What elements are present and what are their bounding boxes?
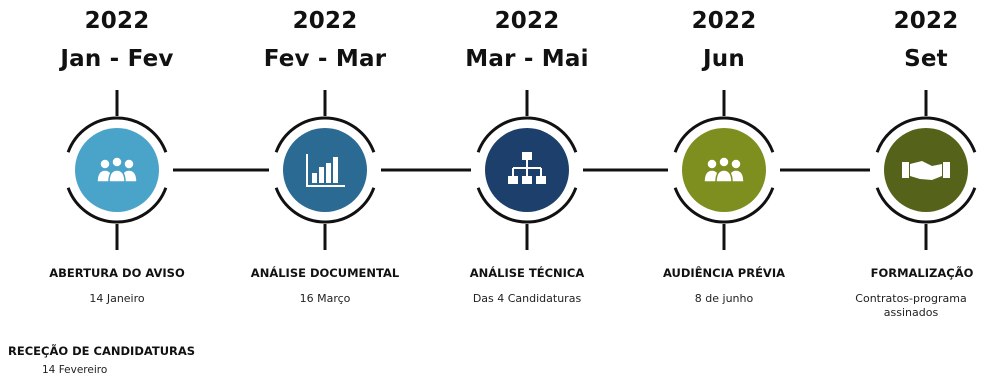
milestone-year: 2022 <box>292 8 358 34</box>
milestone-period: Set <box>904 46 948 72</box>
ring-arc-top <box>875 116 977 153</box>
ring-arc-bottom <box>274 187 376 224</box>
chart-bar <box>326 163 331 183</box>
cuff-right <box>943 162 950 178</box>
ring-arc-top <box>274 116 376 153</box>
milestone-period: Jan - Fev <box>60 46 174 72</box>
clasped-hands <box>910 161 942 180</box>
milestone-subtext: 16 Março <box>299 292 351 305</box>
extra-milestone-subtext: 14 Fevereiro <box>42 364 108 376</box>
extra-milestone-label: RECEÇÃO DE CANDIDATURAS <box>8 344 196 358</box>
milestone-period: Jun <box>703 46 745 72</box>
milestone-label: ABERTURA DO AVISO <box>49 266 185 280</box>
org-node-top <box>522 152 532 160</box>
ring-arc-top <box>673 116 775 153</box>
person-body <box>715 169 733 183</box>
chart-bar <box>312 173 317 183</box>
milestone-label: FORMALIZAÇÃO <box>870 266 974 280</box>
ring-arc-bottom <box>673 187 775 224</box>
milestone-circle <box>283 128 367 212</box>
ring-arc-top <box>476 116 578 153</box>
milestone-label: ANÁLISE DOCUMENTAL <box>250 266 400 280</box>
chart-axes <box>306 154 345 187</box>
cuff-left <box>902 162 909 178</box>
milestone-period: Fev - Mar <box>263 46 387 72</box>
ring-arc-bottom <box>476 187 578 224</box>
milestone-year: 2022 <box>893 8 959 34</box>
milestone-label: AUDIÊNCIA PRÉVIA <box>662 266 786 280</box>
chart-bar <box>319 167 324 183</box>
person-head <box>706 158 718 170</box>
ring-arc-bottom <box>875 187 977 224</box>
milestone-subtext: Das 4 Candidaturas <box>472 292 582 305</box>
person-head <box>111 156 123 168</box>
org-node <box>522 176 532 184</box>
milestone-subtext: Contratos-programa assinados <box>855 292 967 319</box>
org-links <box>512 160 542 176</box>
milestone-label: ANÁLISE TÉCNICA <box>469 266 585 280</box>
person-head <box>730 158 742 170</box>
ring-arc-bottom <box>66 187 168 224</box>
person-head <box>99 158 111 170</box>
milestone-period: Mar - Mai <box>465 46 589 72</box>
milestone-year: 2022 <box>691 8 757 34</box>
handshake-icon <box>902 161 950 180</box>
milestone-year: 2022 <box>84 8 150 34</box>
ring-arc-top <box>66 116 168 153</box>
person-head <box>123 158 135 170</box>
person-head <box>718 156 730 168</box>
org-node <box>508 176 518 184</box>
milestone-year: 2022 <box>494 8 560 34</box>
milestone-subtext: 14 Janeiro <box>89 292 145 305</box>
people-icon <box>703 156 745 183</box>
org-chart-icon <box>508 152 546 184</box>
people-icon <box>96 156 138 183</box>
milestone-subtext: 8 de junho <box>694 292 754 305</box>
bar-chart-icon <box>306 154 345 187</box>
person-body <box>108 169 126 183</box>
chart-bar <box>333 157 338 183</box>
org-node <box>536 176 546 184</box>
